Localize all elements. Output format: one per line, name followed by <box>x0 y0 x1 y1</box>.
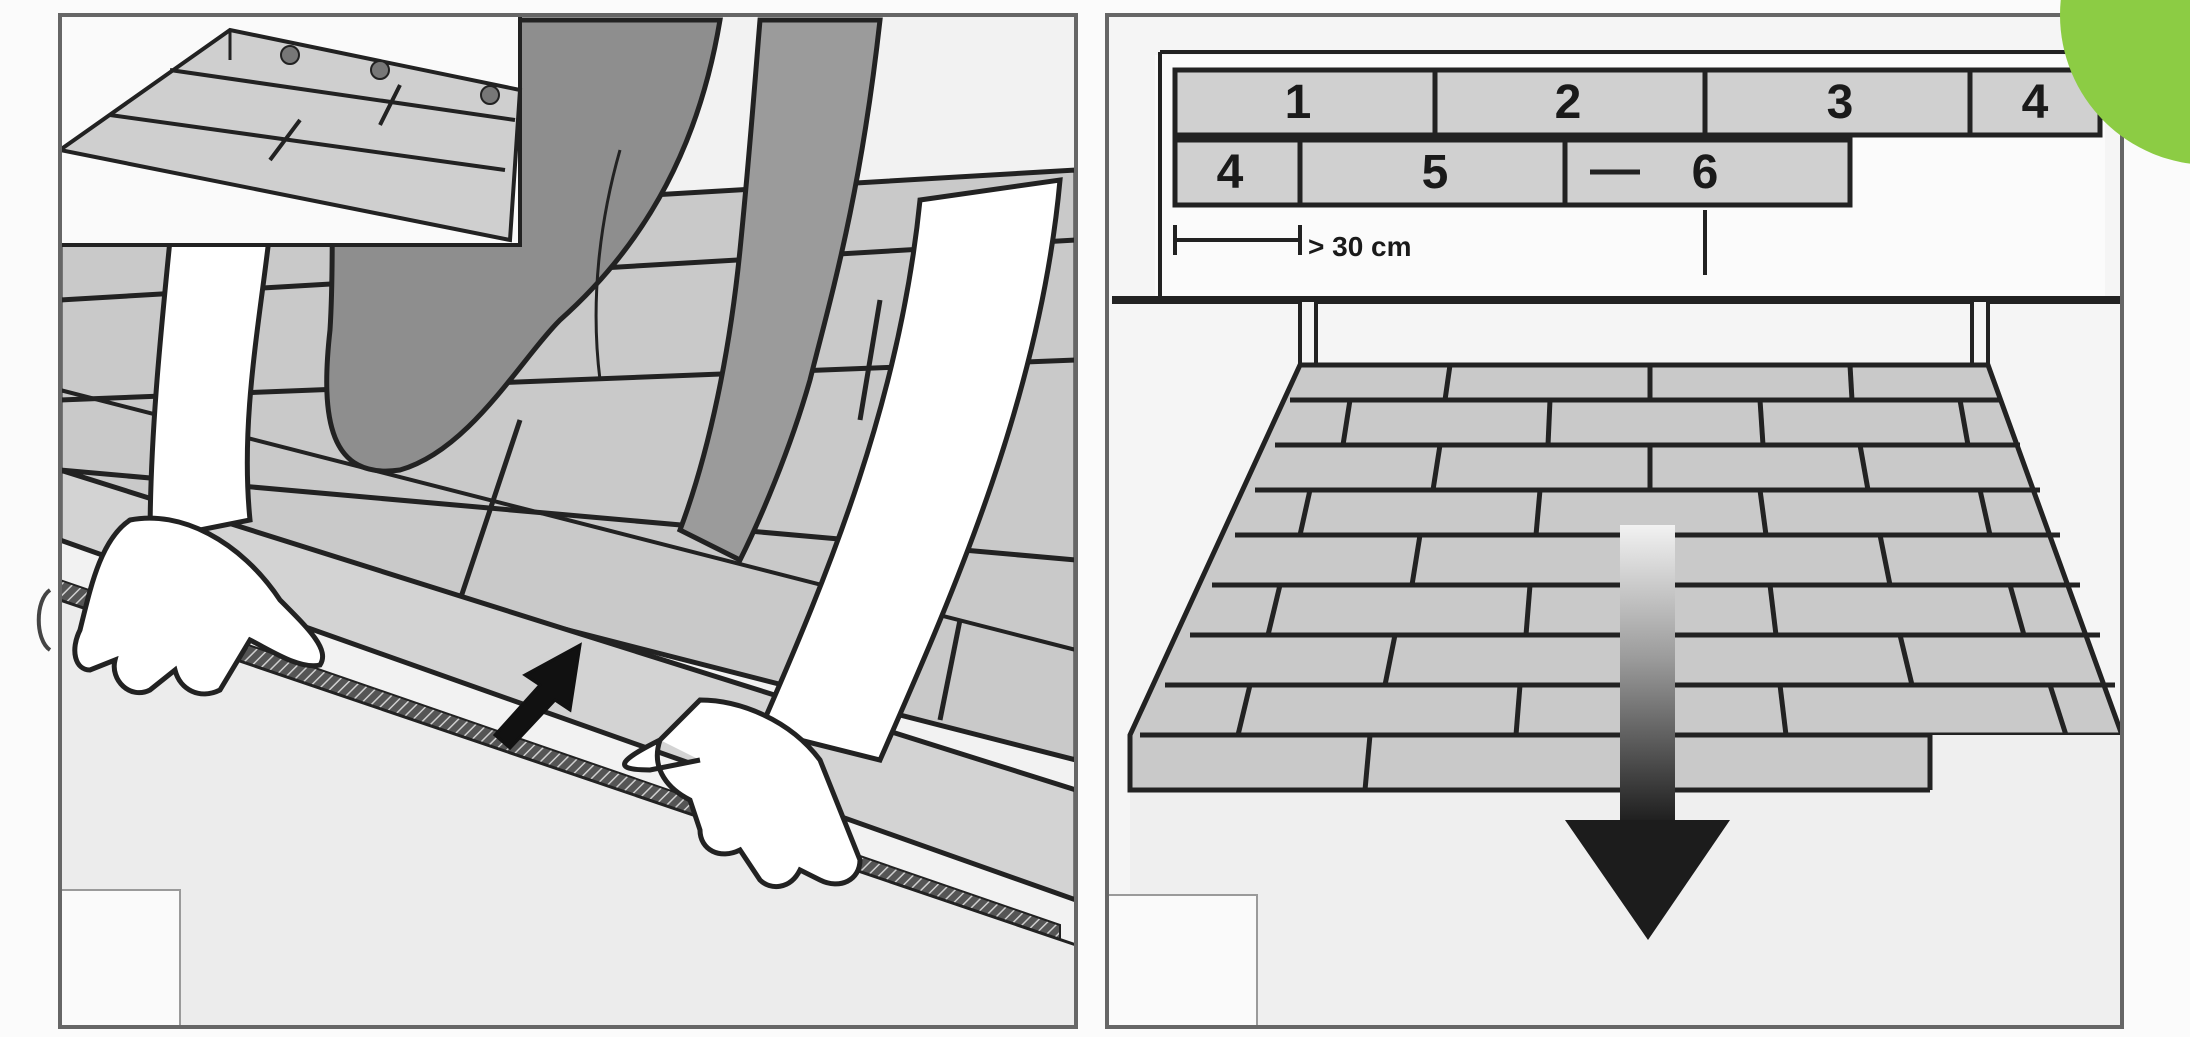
row2-label-5: 5 <box>1422 146 1449 199</box>
post-right <box>1972 300 1988 365</box>
row1-label-1: 1 <box>1285 76 1312 129</box>
spacing-label: > 30 cm <box>1308 231 1412 262</box>
corner-marker-right <box>1107 895 1257 1027</box>
edge-mark <box>39 590 50 650</box>
row1-label-3: 3 <box>1827 76 1854 129</box>
left-panel <box>60 15 1076 1027</box>
row2-label-6: 6 <box>1692 146 1719 199</box>
row2-label-4: 4 <box>1217 146 1244 199</box>
corner-marker <box>60 890 180 1027</box>
row1-label-2: 2 <box>1555 76 1582 129</box>
detail-inset <box>60 15 520 245</box>
post-left <box>1300 300 1316 365</box>
row-layout-plan <box>1112 52 2122 300</box>
row1-label-4: 4 <box>2022 76 2049 129</box>
right-panel: 1 2 3 4 4 5 6 > 30 cm <box>1107 15 2122 1027</box>
